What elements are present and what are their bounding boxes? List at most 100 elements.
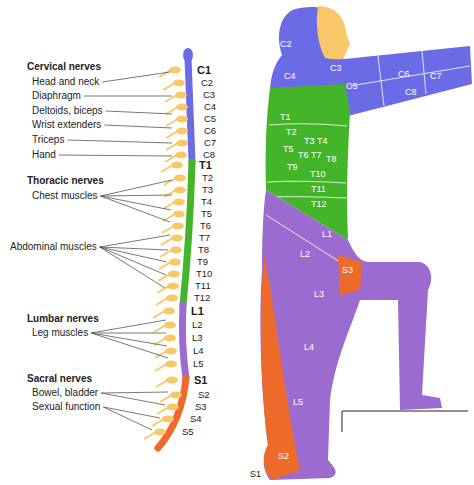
nerve-function-label: Head and neck bbox=[32, 77, 99, 87]
spinal-cord bbox=[158, 58, 192, 448]
arm-dermatome-lines bbox=[350, 51, 470, 106]
vertebra-label: S5 bbox=[182, 427, 194, 437]
nerve-function-label: Hand bbox=[32, 150, 56, 160]
dermatome-label: C2 bbox=[280, 40, 292, 49]
vertebra-label: T4 bbox=[201, 197, 212, 207]
vertebra-label: S4 bbox=[190, 414, 202, 424]
nerve-root bbox=[158, 274, 170, 281]
leader-line bbox=[101, 196, 171, 210]
leader-line bbox=[101, 196, 170, 222]
vertebra-label: L3 bbox=[192, 333, 203, 343]
dermatome-label: C4 bbox=[284, 72, 296, 81]
vertebra-label: S1 bbox=[194, 375, 207, 386]
dermatome-label: T5 bbox=[283, 145, 294, 154]
leader-line bbox=[91, 333, 168, 358]
leader-line bbox=[101, 180, 172, 196]
vertebra-label: C2 bbox=[201, 78, 213, 88]
leader-line bbox=[100, 247, 165, 288]
vertebra-label: T10 bbox=[196, 269, 212, 279]
vertebra-label: T12 bbox=[194, 293, 210, 303]
vertebra-label: L5 bbox=[193, 359, 204, 369]
dermatome-label: T4 bbox=[317, 137, 328, 146]
nerve-function-label: Cervical nerves bbox=[27, 62, 101, 72]
face bbox=[317, 6, 350, 62]
vertebra-label: L4 bbox=[193, 346, 204, 356]
vertebra-label: T6 bbox=[200, 221, 211, 231]
dermatome-label: L3 bbox=[314, 290, 324, 299]
vertebra-label: C1 bbox=[197, 65, 211, 76]
dermatome-label: T9 bbox=[287, 163, 298, 172]
nerve-root bbox=[166, 131, 178, 138]
nerve-root bbox=[163, 202, 175, 209]
arm-region bbox=[335, 46, 472, 116]
dermatome-label: S1 bbox=[250, 470, 261, 479]
leader-line bbox=[100, 235, 170, 247]
vertebra-label: C6 bbox=[204, 126, 216, 136]
nerve-root bbox=[164, 190, 176, 197]
vertebra-label: C5 bbox=[204, 114, 216, 124]
dermatome-label: T10 bbox=[310, 170, 326, 179]
nerve-function-label: Bowel, bladder bbox=[32, 388, 98, 398]
leader-line bbox=[104, 125, 172, 128]
nerve-root bbox=[153, 311, 165, 318]
leader-line bbox=[91, 320, 166, 333]
vertebrae bbox=[144, 67, 188, 440]
body-figure bbox=[260, 6, 472, 480]
dermatome-label: T3 bbox=[304, 137, 315, 146]
dermatome-label: T8 bbox=[326, 155, 337, 164]
nerve-root bbox=[159, 262, 171, 269]
nerve-function-label: Abdominal muscles bbox=[10, 242, 97, 252]
vertebra-label: C3 bbox=[203, 90, 215, 100]
nerve-root bbox=[160, 250, 172, 257]
leader-line bbox=[91, 333, 167, 346]
vertebra-label: T11 bbox=[195, 281, 211, 291]
vertebra-label: T9 bbox=[197, 257, 208, 267]
sacral-patch bbox=[338, 255, 362, 295]
vertebra-label: T8 bbox=[198, 245, 209, 255]
leader-line bbox=[59, 155, 172, 156]
vertebra-label: T3 bbox=[202, 185, 213, 195]
dermatome-label: S2 bbox=[278, 452, 289, 461]
vertebra-label: C7 bbox=[204, 138, 216, 148]
nerve-root bbox=[161, 165, 173, 172]
nerve-root bbox=[162, 226, 174, 233]
dermatome-label: C8 bbox=[405, 88, 417, 97]
sacral-segment bbox=[158, 378, 186, 448]
leader-line bbox=[103, 407, 160, 418]
nerve-root bbox=[166, 107, 178, 114]
nerve-root bbox=[157, 407, 169, 414]
dermatome-label: T2 bbox=[286, 128, 297, 137]
leader-line bbox=[101, 393, 165, 405]
dermatome-label: L1 bbox=[322, 230, 332, 239]
vertebra-label: T7 bbox=[199, 233, 210, 243]
nerve-function-label: Sacral nerves bbox=[27, 374, 92, 384]
vertebra-label: L2 bbox=[192, 320, 203, 330]
dermatome-label: T1 bbox=[280, 113, 291, 122]
dermatome-label: C6 bbox=[398, 70, 410, 79]
leader-line bbox=[84, 96, 172, 97]
nerve-root bbox=[156, 298, 168, 305]
lower-body-region bbox=[260, 190, 442, 480]
leader-line bbox=[91, 333, 166, 334]
step-outline bbox=[342, 411, 468, 432]
leader-line bbox=[102, 72, 170, 82]
vertebra-label: L1 bbox=[191, 306, 204, 317]
lumbar-segment bbox=[182, 305, 186, 378]
nerve-root bbox=[163, 83, 175, 90]
vertebra-label: C4 bbox=[204, 102, 216, 112]
nerve-function-label: Chest muscles bbox=[32, 191, 98, 201]
dermatome-label: C5 bbox=[346, 82, 358, 91]
vertebra-label: S3 bbox=[195, 402, 207, 412]
lumbar-line bbox=[266, 215, 340, 262]
dermatome-label: L5 bbox=[293, 398, 303, 407]
nerve-function-label: Thoracic nerves bbox=[27, 176, 104, 186]
nerve-function-label: Diaphragm bbox=[32, 91, 81, 101]
dermatome-label: T7 bbox=[311, 151, 322, 160]
brainstem bbox=[183, 48, 193, 62]
torso-dermatome-lines bbox=[267, 124, 347, 198]
nerve-function-label: Sexual function bbox=[32, 402, 100, 412]
nerve-root bbox=[156, 380, 168, 387]
nerve-root bbox=[166, 143, 178, 150]
